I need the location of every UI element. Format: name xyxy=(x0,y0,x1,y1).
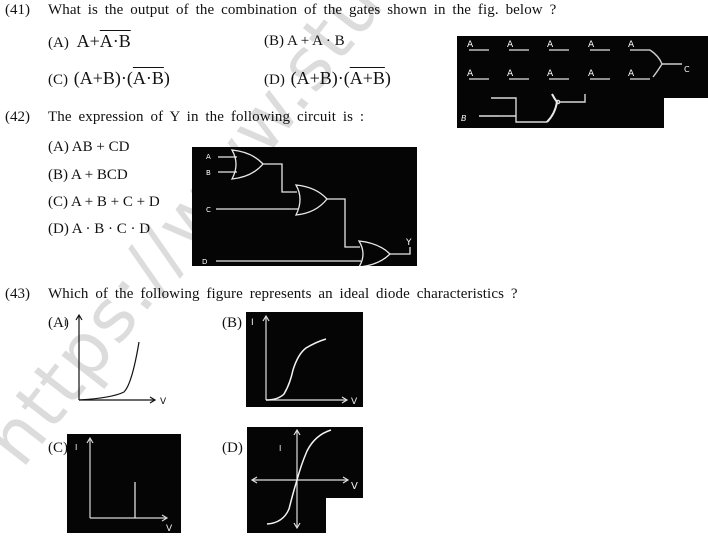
svg-text:A: A xyxy=(588,40,595,50)
svg-text:A: A xyxy=(628,40,635,50)
option-expr: A + A · B xyxy=(286,33,345,49)
q42-option-d[interactable]: (D) A · B · C · D xyxy=(48,221,150,238)
q42-or-gate-circuit: A B C D Y xyxy=(192,147,417,266)
axis-v-label: V xyxy=(351,481,358,492)
logic-gate-diagram: A A A A A A A A A A C B xyxy=(457,36,708,128)
exponential-curve-graph: I V xyxy=(64,313,167,407)
output-y-label: Y xyxy=(405,238,412,248)
expr-overlined-part: A+B xyxy=(349,68,385,88)
option-expr: AB + CD xyxy=(71,139,130,155)
q41-option-c[interactable]: (C) (A+B)·(A·B) xyxy=(48,68,170,89)
option-expr: A + B + C + D xyxy=(70,194,160,210)
input-b-label: B xyxy=(206,169,211,177)
q43-option-d-label[interactable]: (D) xyxy=(222,440,243,456)
expr-overlined-part: A·B xyxy=(132,68,164,88)
option-label: (B) xyxy=(264,33,284,49)
axis-v-label: V xyxy=(166,524,173,533)
question-42-number: (42) xyxy=(5,109,30,125)
label-b: B xyxy=(461,114,467,123)
question-43-number: (43) xyxy=(5,286,30,302)
expr-part: (A+B)·( xyxy=(73,68,133,88)
q43-option-d-graph[interactable]: I V xyxy=(247,427,363,533)
question-42-text: The expression of Y in the following cir… xyxy=(48,109,365,125)
axis-v-label: V xyxy=(351,397,358,407)
svg-text:A: A xyxy=(507,69,514,79)
q41-option-d[interactable]: (D) (A+B)·(A+B) xyxy=(264,68,391,89)
svg-text:A: A xyxy=(467,69,474,79)
q43-option-b-graph[interactable]: I V xyxy=(246,312,363,407)
option-label: (B) xyxy=(48,167,68,183)
s-curve-graph: I V xyxy=(251,314,358,407)
q43-option-c-label[interactable]: (C) xyxy=(48,440,68,456)
svg-text:A: A xyxy=(547,40,554,50)
axis-v-label: V xyxy=(160,397,167,407)
or-gate-diagram: A B C D Y xyxy=(202,149,412,266)
option-label: (D) xyxy=(48,221,69,237)
q43-option-a-label[interactable]: (A) xyxy=(48,315,69,331)
expr-part: ) xyxy=(384,68,391,88)
svg-text:A: A xyxy=(628,69,635,79)
s-curve-origin-graph: I V xyxy=(247,427,363,533)
option-label: (C) xyxy=(48,194,68,210)
question-43-text: Which of the following figure represents… xyxy=(48,286,518,302)
expr-part: ) xyxy=(163,68,170,88)
q41-option-b[interactable]: (B) A + A · B xyxy=(264,33,345,50)
q41-gate-figure: A A A A A A A A A A C B xyxy=(457,36,708,128)
svg-text:A: A xyxy=(547,69,554,79)
question-41-text: What is the output of the combination of… xyxy=(48,2,557,18)
q42-option-c[interactable]: (C) A + B + C + D xyxy=(48,194,160,211)
input-d-label: D xyxy=(202,258,207,266)
expr-part: (A+B)·( xyxy=(290,68,350,88)
q41-option-a[interactable]: (A) A+A·B xyxy=(48,31,131,52)
input-c-label: C xyxy=(206,206,211,214)
expr-overlined-part: A·B xyxy=(99,31,131,51)
option-label: (D) xyxy=(264,72,285,88)
option-label: (A) xyxy=(48,35,69,51)
axis-i-label: I xyxy=(279,444,281,453)
label-c: C xyxy=(684,65,690,74)
label-a: A xyxy=(467,40,474,50)
q43-option-a-graph[interactable]: I V xyxy=(62,312,172,408)
axis-i-label: I xyxy=(75,443,77,452)
q43-option-c-graph[interactable]: I V xyxy=(67,434,181,533)
axis-i-label: I xyxy=(64,319,67,329)
option-expr: A · B · C · D xyxy=(71,221,151,237)
expr-part: A+ xyxy=(76,31,100,51)
option-label: (A) xyxy=(48,139,69,155)
q42-option-b[interactable]: (B) A + BCD xyxy=(48,167,128,184)
input-a-label: A xyxy=(206,153,211,161)
svg-text:A: A xyxy=(507,40,514,50)
q43-option-b-label[interactable]: (B) xyxy=(222,315,242,331)
q42-option-a[interactable]: (A) AB + CD xyxy=(48,139,129,156)
question-41-number: (41) xyxy=(5,2,30,18)
vertical-step-graph: I V xyxy=(75,436,173,533)
option-expr: A + BCD xyxy=(70,167,128,183)
svg-text:A: A xyxy=(588,69,595,79)
axis-i-label: I xyxy=(251,318,254,328)
option-label: (C) xyxy=(48,72,68,88)
